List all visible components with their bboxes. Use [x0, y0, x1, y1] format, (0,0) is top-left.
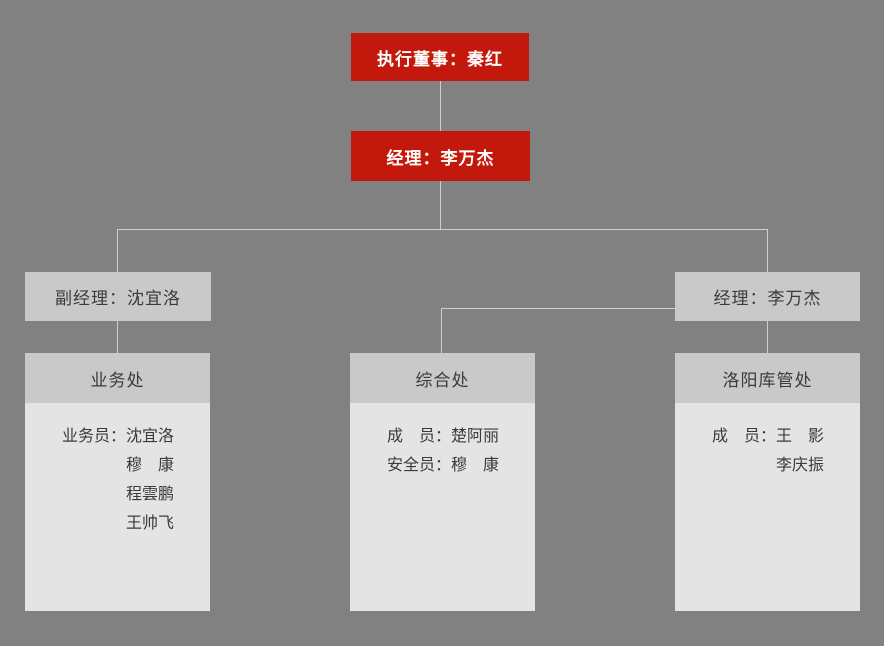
- member-role-label: 成 员：: [712, 425, 777, 445]
- member-name: 王 影: [776, 425, 825, 445]
- member-name: 程雲鹏: [126, 483, 175, 503]
- dept-luoyang-warehouse-body: 成 员： 王 影 李庆振: [675, 403, 860, 611]
- node-executive-director[interactable]: 执行董事：秦红: [351, 33, 529, 81]
- member-row: 李庆振: [712, 448, 860, 477]
- connector-drop-right: [767, 229, 768, 272]
- dept-luoyang-warehouse[interactable]: 洛阳库管处 成 员： 王 影 李庆振: [675, 353, 860, 611]
- member-row: 成 员： 王 影: [712, 419, 860, 448]
- connector-elbow-horizontal-dept2: [441, 308, 675, 309]
- member-row: 程雲鹏: [62, 477, 210, 506]
- connector-manager-to-dept3: [767, 321, 768, 353]
- member-name: 穆 康: [451, 454, 500, 474]
- node-manager-top[interactable]: 经理：李万杰: [351, 131, 530, 181]
- member-row: 安全员： 穆 康: [387, 448, 535, 477]
- dept-business-office[interactable]: 业务处 业务员： 沈宜洛 穆 康 程雲鹏 王帅飞: [25, 353, 210, 611]
- dept-general-office[interactable]: 综合处 成 员： 楚阿丽 安全员： 穆 康: [350, 353, 535, 611]
- connector-elbow-drop-dept2: [441, 308, 442, 353]
- node-deputy-manager[interactable]: 副经理：沈宜洛: [25, 272, 211, 321]
- member-name: 穆 康: [126, 454, 175, 474]
- dept-general-office-title: 综合处: [415, 370, 470, 391]
- node-manager-right[interactable]: 经理：李万杰: [675, 272, 860, 321]
- node-executive-director-label: 执行董事：秦红: [377, 49, 503, 70]
- member-name: 楚阿丽: [451, 425, 500, 445]
- member-name: 李庆振: [776, 454, 825, 474]
- dept-general-office-header: 综合处: [350, 353, 535, 403]
- member-row: 业务员： 沈宜洛: [62, 419, 210, 448]
- node-manager-top-label: 经理：李万杰: [386, 148, 495, 169]
- member-role-label: 业务员：: [62, 425, 127, 445]
- member-row: 穆 康: [62, 448, 210, 477]
- node-deputy-manager-label: 副经理：沈宜洛: [55, 289, 181, 309]
- member-role-label: 成 员：: [387, 425, 452, 445]
- connector-exec-to-manager: [440, 81, 441, 131]
- member-row: 成 员： 楚阿丽: [387, 419, 535, 448]
- node-manager-right-label: 经理：李万杰: [713, 289, 822, 309]
- member-name: 王帅飞: [126, 512, 175, 532]
- member-role-label: 安全员：: [387, 454, 452, 474]
- dept-business-office-title: 业务处: [90, 370, 145, 391]
- dept-luoyang-warehouse-header: 洛阳库管处: [675, 353, 860, 403]
- dept-business-office-body: 业务员： 沈宜洛 穆 康 程雲鹏 王帅飞: [25, 403, 210, 611]
- connector-drop-left: [117, 229, 118, 272]
- dept-general-office-body: 成 员： 楚阿丽 安全员： 穆 康: [350, 403, 535, 611]
- connector-manager-to-bus: [440, 181, 441, 229]
- connector-horizontal-main: [117, 229, 768, 230]
- connector-deputy-to-dept1: [117, 321, 118, 353]
- dept-luoyang-warehouse-title: 洛阳库管处: [722, 370, 813, 391]
- dept-business-office-header: 业务处: [25, 353, 210, 403]
- member-name: 沈宜洛: [126, 425, 175, 445]
- member-row: 王帅飞: [62, 506, 210, 535]
